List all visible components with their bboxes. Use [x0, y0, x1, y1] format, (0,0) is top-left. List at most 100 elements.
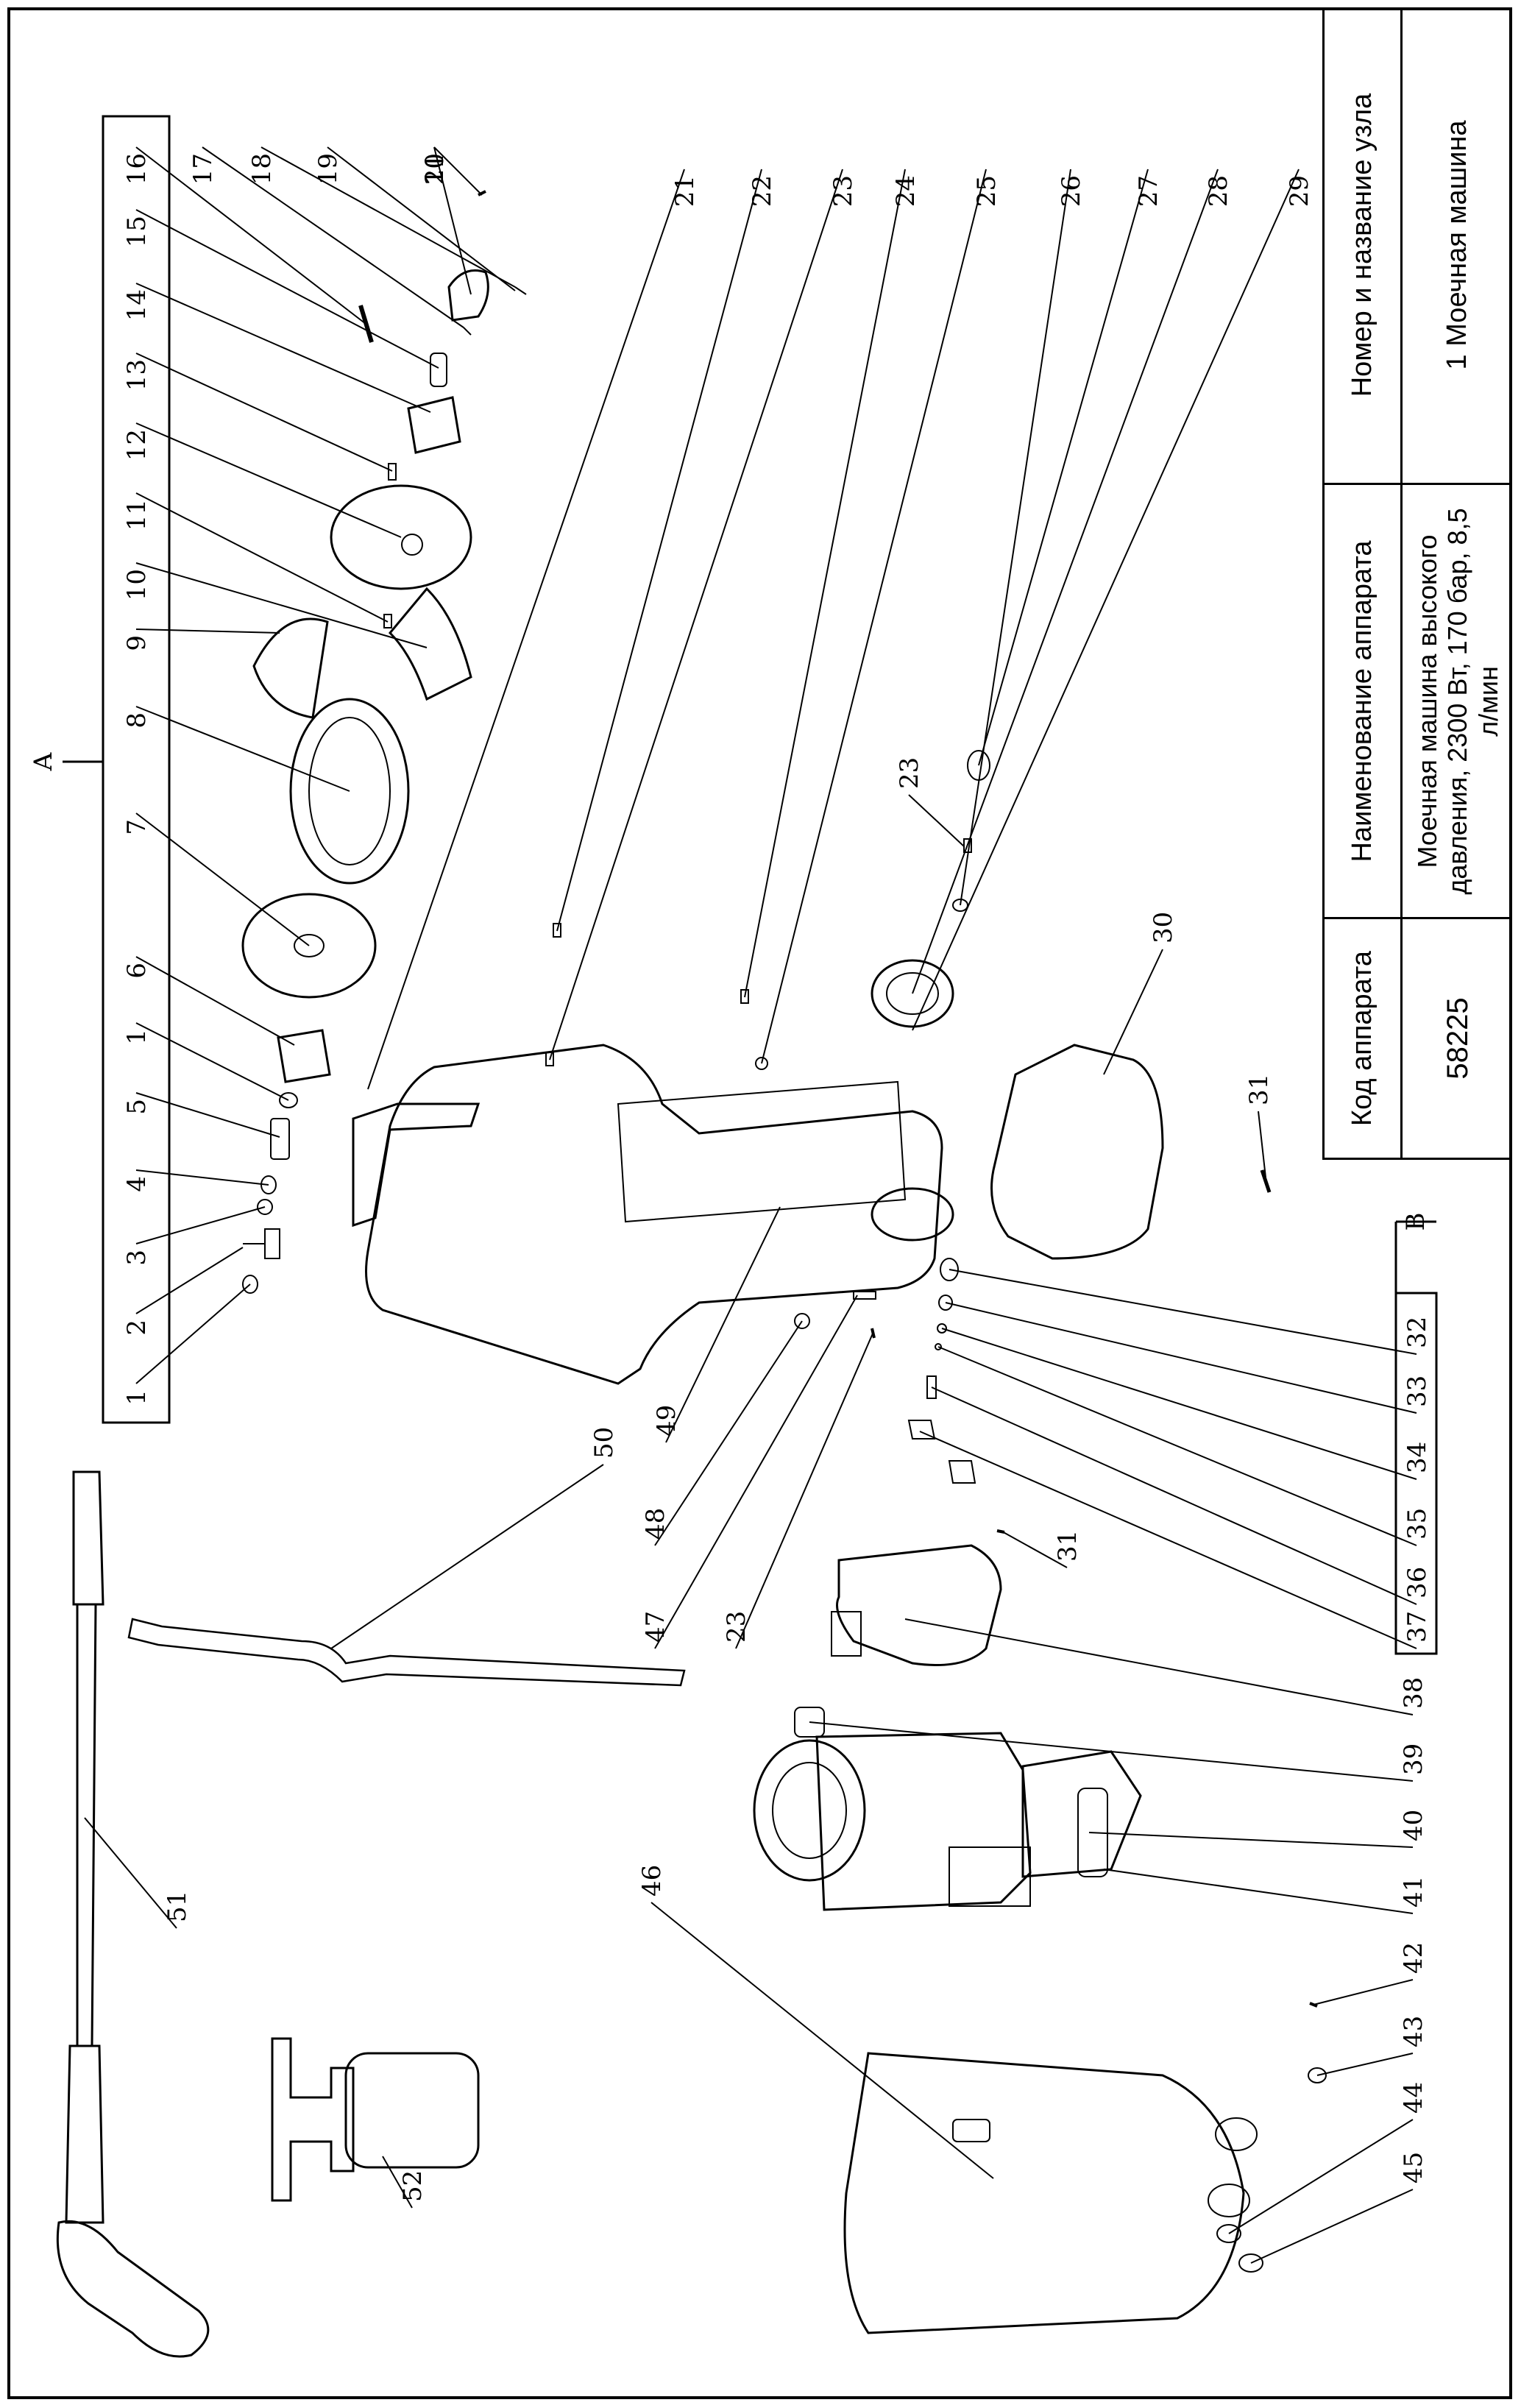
bottom-callout-44: 44: [1228, 2082, 1428, 2234]
knob-44-socket-part: [1215, 2117, 1258, 2151]
foam-bottle-52-part: [344, 2052, 480, 2169]
top-callout-25: 25: [761, 169, 1001, 1064]
o-ring-4-part: [260, 1175, 277, 1194]
top-callout-25-leader: [761, 169, 987, 1064]
t-fitting-part: [243, 1228, 280, 1259]
o-ring-34-part: [937, 1323, 947, 1334]
bottom-callout-42-label: 42: [1399, 1942, 1428, 1974]
fitting-39-part: [794, 1707, 825, 1738]
group-a-callout-3-leader: [135, 1206, 266, 1244]
pin-15-part: [430, 353, 447, 387]
reel-drum-7-part: [241, 893, 377, 999]
tank-neck-part: [831, 1611, 862, 1657]
callout-n48-leader: [654, 1320, 803, 1546]
callout-n50-label: 50: [589, 1427, 619, 1459]
frame-inner-part: [617, 1080, 907, 1223]
callout-n51-label: 51: [163, 1891, 192, 1922]
washer-part: [257, 1199, 273, 1215]
group-a-callout-22-leader: [433, 146, 483, 196]
callout-n31_upper: 31: [1244, 1074, 1274, 1178]
callout-n52-label: 52: [398, 2170, 428, 2202]
top-callout-29: 29: [912, 169, 1314, 1031]
group-a-callout-16-label: 15: [122, 216, 152, 247]
callout-n30: 30: [1103, 912, 1178, 1075]
group-a-callout-1-label: 1: [122, 1389, 152, 1406]
callout-n46-label: 46: [637, 1865, 667, 1897]
group-a-callout-16-leader: [135, 209, 439, 369]
value-name-cell: Моечная машина высокого давления, 2300 В…: [1400, 483, 1512, 917]
top-callout-21-leader: [367, 169, 685, 1090]
top-callout-27-label: 27: [1134, 175, 1163, 207]
bottom-callout-39-label: 39: [1399, 1743, 1428, 1775]
group-a-callout-15: 14: [122, 283, 431, 413]
bottom-callout-41: 41: [1103, 1869, 1428, 1914]
callout-n23_lower-label: 23: [722, 1611, 751, 1643]
bottom-callout-44-leader: [1228, 2119, 1414, 2234]
lance-tube-part: [76, 1603, 97, 2047]
bottom-callout-41-leader: [1103, 1869, 1414, 1914]
top-callout-29-leader: [912, 169, 1300, 1031]
group-a-callout-10-label: 9: [122, 635, 152, 651]
top-callout-26: 26: [960, 169, 1086, 906]
group-a-callout-14-leader: [135, 353, 393, 472]
bottom-callout-40: 40: [1088, 1810, 1428, 1848]
group-a-callout-4-label: 4: [122, 1176, 152, 1192]
group-a-callout-14-label: 13: [122, 359, 152, 391]
callout-n23_upper-label: 23: [895, 757, 924, 789]
group-b-callout-34-label: 34: [1403, 1442, 1432, 1473]
top-callout-21-label: 21: [670, 175, 700, 207]
callout-n31_upper-label: 31: [1244, 1074, 1274, 1105]
screw-31-upper-part: [1260, 1169, 1272, 1193]
top-callout-23-label: 23: [829, 175, 858, 207]
top-callout-26-leader: [960, 169, 1071, 906]
top-callout-21: 21: [367, 169, 700, 1090]
group-a-callout-5: 5: [122, 1092, 280, 1138]
lance-nozzle-part: [72, 1470, 104, 1606]
bottom-callout-42: 42: [1313, 1942, 1428, 2005]
value-code-cell: 58225: [1400, 917, 1512, 1160]
bottom-callout-39-leader: [809, 1721, 1414, 1782]
hose-coil-8-part: [289, 698, 410, 885]
part-43-part: [1308, 2067, 1327, 2083]
part-38-small-part: [948, 1460, 976, 1484]
group-a-callout-12-leader: [135, 492, 389, 623]
group-a-callout-10: 9: [122, 628, 280, 651]
group-a-callout-5-label: 5: [122, 1099, 152, 1115]
washer-48-part: [794, 1313, 810, 1329]
top-callout-25-label: 25: [972, 175, 1001, 207]
group-a-callout-22-label: 11: [420, 153, 450, 185]
group-a-callout-15-label: 14: [122, 289, 152, 321]
group-a-callout-12-label: 11: [122, 499, 152, 531]
top-callout-27: 27: [978, 169, 1163, 766]
group-a-callout-13-label: 12: [122, 429, 152, 461]
callout-n50-leader: [330, 1464, 604, 1649]
crank-20-part: [447, 269, 489, 322]
group-a-callout-19: 18: [247, 146, 516, 288]
callout-n47: 47: [641, 1295, 858, 1649]
motor-body-part: [815, 1732, 1032, 1911]
group-a-callout-7: 6: [122, 956, 295, 1046]
reel-hub-part: [294, 934, 325, 957]
cover-half-10-part: [388, 587, 472, 701]
group-a-callout-20: 19: [313, 146, 516, 291]
group-b-callout-37-label: 37: [1403, 1611, 1432, 1643]
callout-n51: 51: [84, 1817, 192, 1929]
bottom-callout-42-leader: [1313, 1979, 1414, 2005]
group-a-callout-2-label: 2: [122, 1320, 152, 1336]
callout-n49: 49: [652, 1206, 781, 1443]
group-b-callout-35-label: 35: [1403, 1508, 1432, 1540]
group-a-parts: [241, 190, 527, 1294]
part-36-part: [926, 1375, 937, 1399]
group-a-callout-18-label: 17: [188, 153, 218, 185]
group-b-callout-37: 37: [919, 1431, 1432, 1649]
callout-n48-label: 48: [641, 1508, 670, 1540]
pump-head-part: [1021, 1750, 1142, 1878]
cover-30-part: [990, 1044, 1164, 1260]
top-callout-28: 28: [912, 169, 1233, 994]
group-a-callout-9: 8: [122, 706, 350, 792]
hose-coil-inner-part: [308, 717, 391, 865]
top-callout-28-label: 28: [1204, 175, 1233, 207]
group-b-bracket: B: [1394, 1213, 1438, 1655]
